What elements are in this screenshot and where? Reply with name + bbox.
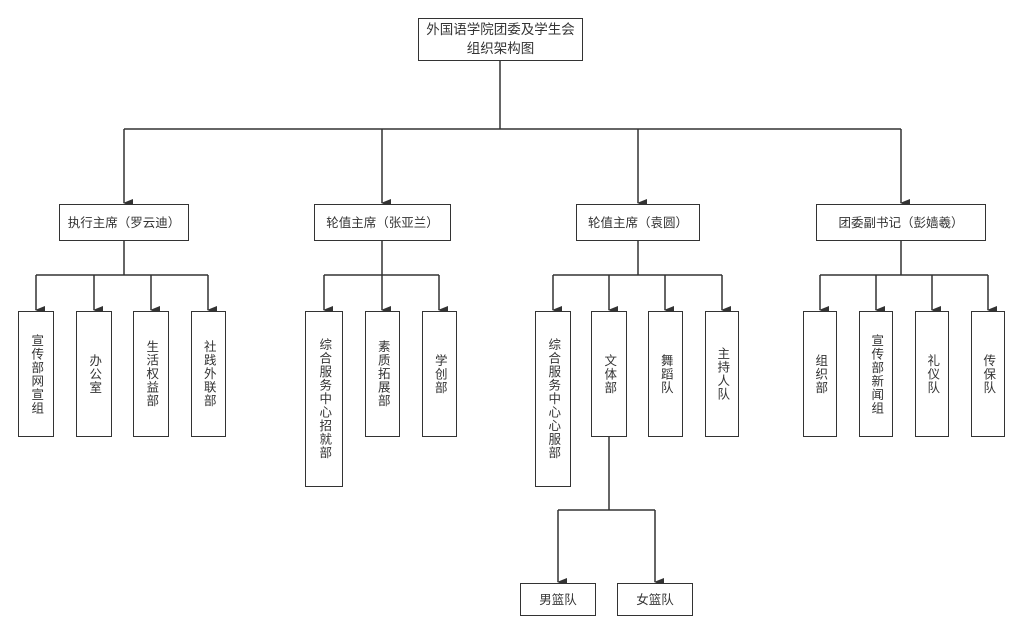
node-rotating-chair-yuan: 轮值主席（袁圆）	[576, 204, 700, 241]
node-publicity-news: 宣传部新闻组	[859, 311, 893, 437]
node-label: 主持人队	[715, 347, 731, 401]
node-label: 社践外联部	[201, 340, 217, 408]
node-executive-chair: 执行主席（罗云迪）	[59, 204, 189, 241]
node-label: 团委副书记（彭嫱羲）	[838, 214, 964, 230]
node-womens-basketball: 女篮队	[617, 583, 693, 616]
node-host-team: 主持人队	[705, 311, 739, 437]
node-service-psych: 综合服务中心心服部	[535, 311, 571, 487]
node-organization: 组织部	[803, 311, 837, 437]
node-office: 办公室	[76, 311, 112, 437]
root-label: 外国语学院团委及学生会 组织架构图	[426, 21, 575, 57]
node-mens-basketball: 男篮队	[520, 583, 596, 616]
node-publicity-web: 宣传部网宣组	[18, 311, 54, 437]
node-sports-arts: 文体部	[591, 311, 627, 437]
node-label: 轮值主席（张亚兰）	[326, 214, 439, 230]
node-label: 组织部	[813, 353, 829, 395]
root-node: 外国语学院团委及学生会 组织架构图	[418, 18, 583, 61]
node-life-rights: 生活权益部	[133, 311, 169, 437]
node-label: 综合服务中心招就部	[317, 338, 333, 460]
node-label: 文体部	[602, 353, 618, 395]
node-etiquette-team: 礼仪队	[915, 311, 949, 437]
node-label: 生活权益部	[144, 340, 160, 408]
node-label: 执行主席（罗云迪）	[67, 214, 181, 230]
node-security-team: 传保队	[971, 311, 1005, 437]
node-league-deputy-secretary: 团委副书记（彭嫱羲）	[816, 204, 986, 241]
node-label: 传保队	[981, 353, 997, 395]
node-label: 舞蹈队	[658, 353, 674, 395]
node-label: 宣传部网宣组	[29, 333, 45, 415]
node-service-career: 综合服务中心招就部	[305, 311, 343, 487]
node-label: 轮值主席（袁圆）	[587, 214, 688, 230]
node-label: 男篮队	[539, 591, 577, 607]
node-label: 宣传部新闻组	[869, 333, 885, 415]
node-rotating-chair-zhang: 轮值主席（张亚兰）	[314, 204, 451, 241]
node-label: 综合服务中心心服部	[546, 338, 562, 460]
node-label: 女篮队	[636, 591, 674, 607]
node-label: 办公室	[87, 353, 103, 395]
node-label: 学创部	[432, 353, 448, 395]
node-label: 礼仪队	[925, 353, 941, 395]
node-dance-team: 舞蹈队	[648, 311, 683, 437]
node-label: 素质拓展部	[375, 340, 391, 408]
node-innovation: 学创部	[422, 311, 457, 437]
node-social-practice: 社践外联部	[191, 311, 226, 437]
node-quality-expansion: 素质拓展部	[365, 311, 400, 437]
